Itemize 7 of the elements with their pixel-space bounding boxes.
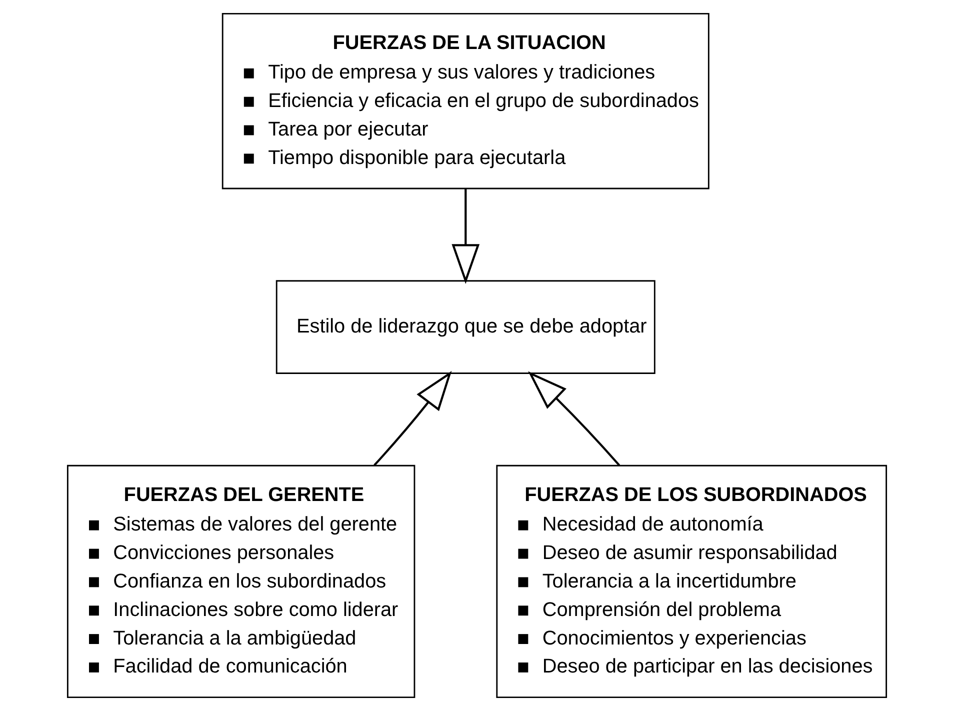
- arrow: [528, 371, 620, 466]
- node-box: FUERZAS DEL GERENTE Sistemas de valores del gerente Convicciones personales Confianza en los subordinados Inclinaciones sobre como liderar Tolerancia a la ambigüedad Facilidad de comunicación: [66, 464, 415, 698]
- arrow: [373, 370, 452, 466]
- arrow: [451, 188, 480, 284]
- node-box: FUERZAS DE LA SITUACION Tipo de empresa y sus valores y tradiciones Eficiencia y eficacia en el grupo de subordinados Tarea por ejecutar Tiempo disponible para ejecutarla: [221, 12, 709, 190]
- node-box: Estilo de liderazgo que se debe adoptar: [275, 280, 655, 374]
- node-box: FUERZAS DE LOS SUBORDINADOS Necesidad de autonomía Deseo de asumir responsabilidad Tolerancia a la incertidumbre Comprensión del problema Conocimientos y experiencias Deseo de participar en las decisiones: [496, 464, 887, 698]
